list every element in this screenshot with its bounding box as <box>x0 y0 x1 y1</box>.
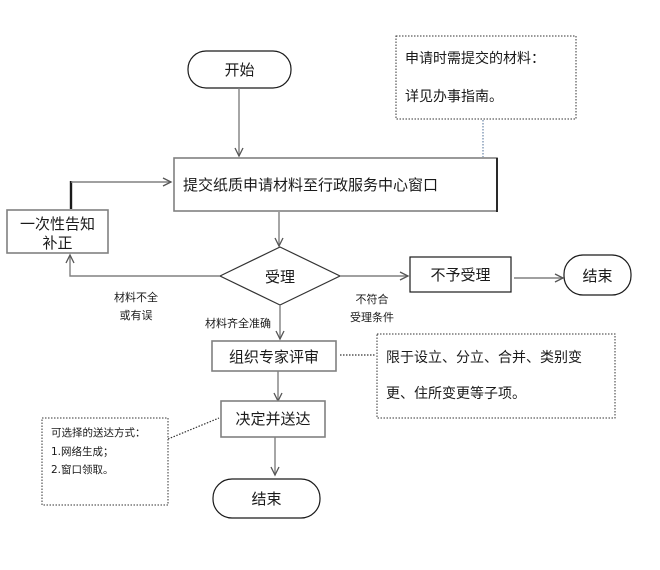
edge-accept-notify <box>69 256 220 277</box>
reject-label: 不予受理 <box>430 266 490 284</box>
notify-node: 一次性告知 补正 <box>6 177 173 254</box>
arrowhead-notify-submit <box>162 177 173 187</box>
end-reject-label: 结束 <box>582 267 612 285</box>
end-label: 结束 <box>251 490 281 508</box>
note-review-line-2: 更、住所变更等子项。 <box>386 385 526 402</box>
reject-node: 不予受理 <box>409 256 512 293</box>
reject-box <box>409 256 512 293</box>
note-review-scope: 限于设立、分立、合并、类别变 更、住所变更等子项。 <box>376 333 616 419</box>
review-box <box>211 340 337 372</box>
arrowhead-accept-review <box>275 330 285 341</box>
note-materials-line-2: 详见办事指南。 <box>405 89 503 105</box>
notify-label-line-2: 补正 <box>42 234 72 252</box>
note-materials-box <box>395 35 577 120</box>
end-node: 结束 <box>212 478 321 519</box>
decide-node: 决定并送达 <box>220 400 326 438</box>
arrowhead-accept-reject <box>399 271 410 281</box>
note-delivery-line-1: 可选择的送达方式： <box>51 426 146 439</box>
end-terminal <box>212 478 321 519</box>
notify-label-line-1: 一次性告知 <box>20 215 95 233</box>
note-delivery-box <box>41 417 169 506</box>
start-node: 开始 <box>187 50 292 89</box>
label-not-eligible-line-1: 不符合 <box>356 292 389 306</box>
note-review-line-1: 限于设立、分立、合并、类别变 <box>386 350 582 366</box>
submit-label: 提交纸质申请材料至行政服务中心窗口 <box>183 176 438 194</box>
end-reject-terminal <box>563 254 632 296</box>
start-label: 开始 <box>224 61 254 79</box>
arrowhead-start-submit <box>234 147 244 158</box>
end-reject-node: 结束 <box>563 254 632 296</box>
note-delivery: 可选择的送达方式： 1.网络生成； 2.窗口领取。 <box>41 417 169 506</box>
accept-label: 受理 <box>265 268 295 286</box>
review-label: 组织专家评审 <box>229 348 319 366</box>
arrowhead-reject-end <box>554 273 565 283</box>
note-materials-line-1: 申请时需提交的材料： <box>405 50 545 67</box>
label-incomplete-line-2: 或有误 <box>120 308 153 322</box>
arrowhead-accept-notify <box>65 253 75 264</box>
note-materials: 申请时需提交的材料： 详见办事指南。 <box>395 35 577 157</box>
note-delivery-line-2: 1.网络生成； <box>51 445 114 458</box>
decide-label: 决定并送达 <box>235 410 310 428</box>
accept-node: 受理 <box>218 246 342 306</box>
note-delivery-connector <box>167 417 220 440</box>
label-incomplete-line-1: 材料不全 <box>114 290 158 304</box>
submit-box <box>173 157 498 212</box>
arrowhead-decide-end <box>270 466 280 477</box>
review-node: 组织专家评审 <box>211 340 337 372</box>
arrowhead-submit-accept <box>274 237 284 248</box>
note-review-box <box>376 333 616 419</box>
label-not-eligible-line-2: 受理条件 <box>350 310 394 324</box>
note-delivery-line-3: 2.窗口领取。 <box>51 463 114 476</box>
submit-node: 提交纸质申请材料至行政服务中心窗口 <box>173 157 498 212</box>
notify-box <box>6 209 109 254</box>
label-complete: 材料齐全准确 <box>205 316 271 330</box>
decide-box <box>220 400 326 438</box>
